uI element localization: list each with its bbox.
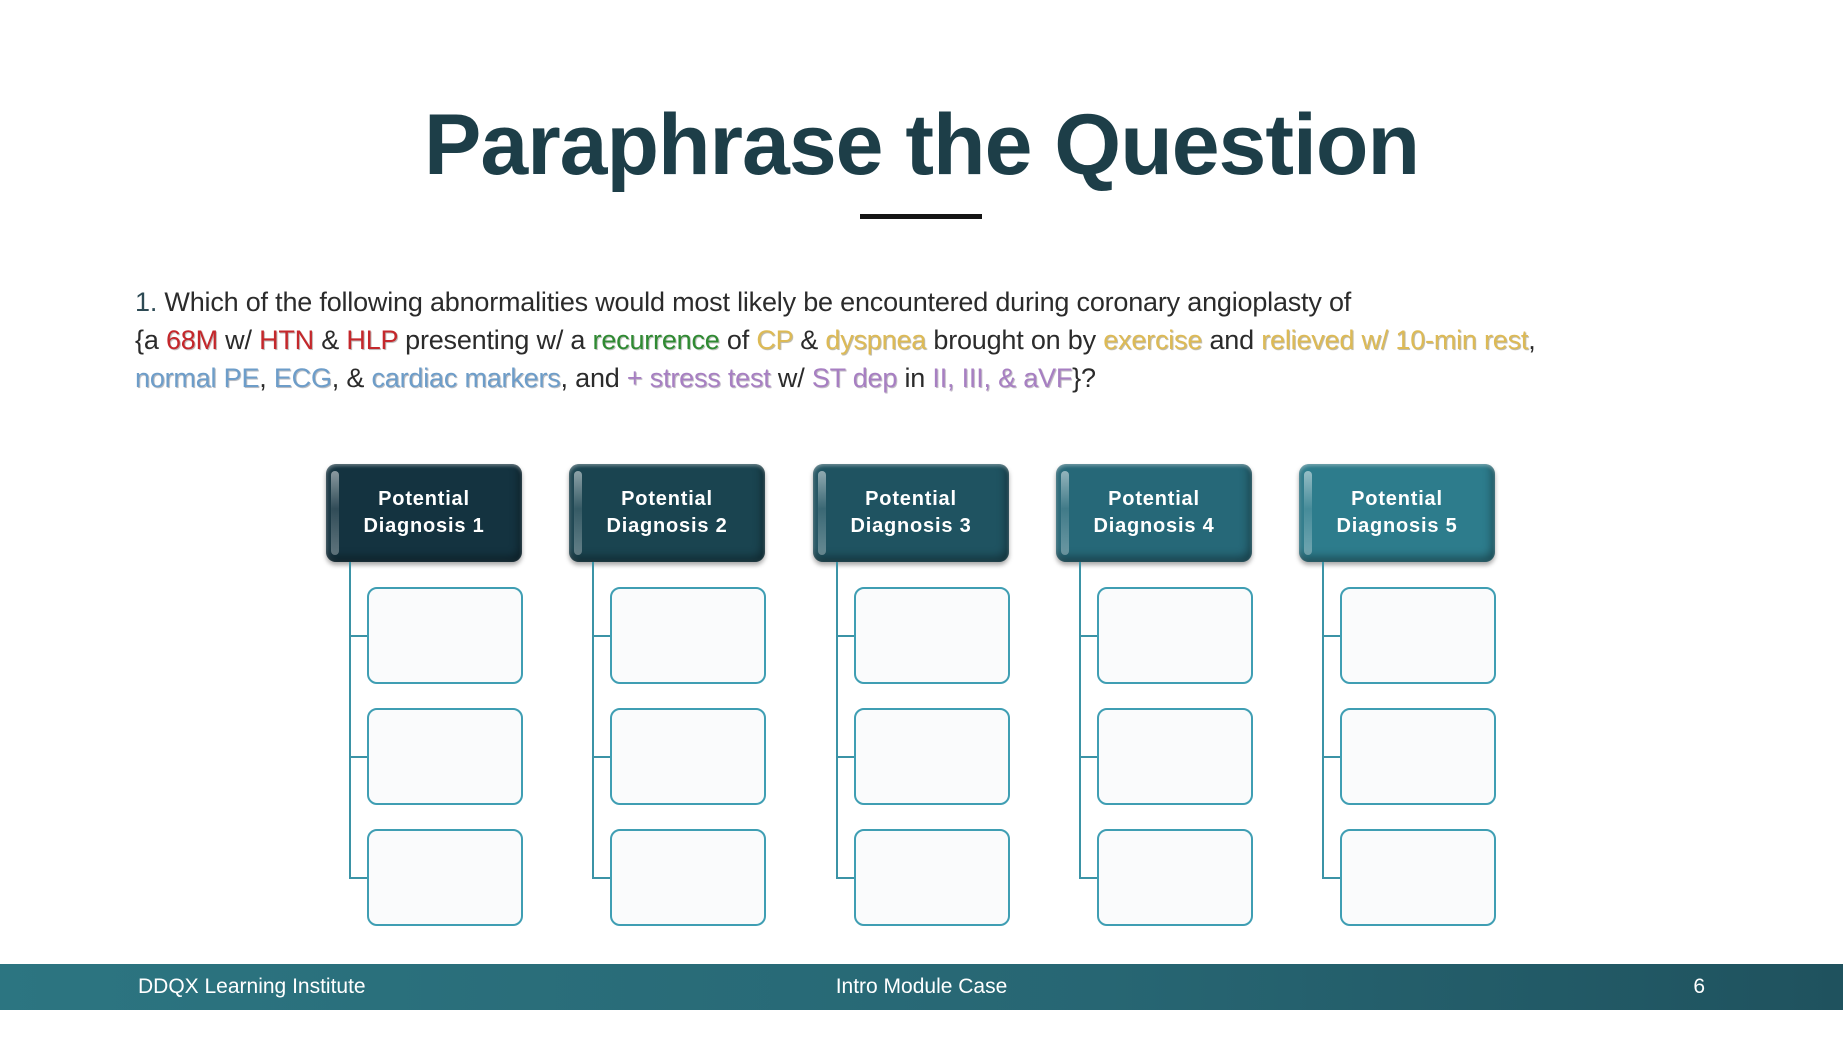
- diagnosis-column: Potential Diagnosis 5: [1299, 464, 1496, 927]
- diagnosis-header: Potential Diagnosis 1: [326, 464, 522, 562]
- connector-vertical-line: [1079, 562, 1081, 877]
- question-segment: of: [719, 325, 757, 355]
- connector-branch-line: [592, 635, 610, 637]
- page-title: Paraphrase the Question: [424, 97, 1420, 193]
- diagnosis-header: Potential Diagnosis 5: [1299, 464, 1495, 562]
- footer-bar: DDQX Learning Institute Intro Module Cas…: [0, 964, 1843, 1010]
- connector-branch-line: [1322, 756, 1340, 758]
- answer-box: [367, 829, 523, 926]
- diagnosis-header-label: Potential Diagnosis 4: [1093, 488, 1215, 537]
- answer-box: [610, 587, 766, 684]
- question-segment: }?: [1072, 363, 1096, 393]
- footer-institute-label: DDQX Learning Institute: [138, 975, 366, 998]
- diagnosis-header: Potential Diagnosis 4: [1056, 464, 1252, 562]
- answer-box: [854, 587, 1010, 684]
- diagnosis-column: Potential Diagnosis 4: [1056, 464, 1253, 927]
- answer-box: [1097, 708, 1253, 805]
- connector-branch-line: [836, 756, 854, 758]
- question-segment: II, III, & aVF: [932, 363, 1073, 393]
- question-segment: cardiac markers: [371, 363, 561, 393]
- connector-vertical-line: [349, 562, 351, 877]
- connector-vertical-line: [592, 562, 594, 877]
- answer-box: [1097, 829, 1253, 926]
- question-segment: brought on by: [926, 325, 1104, 355]
- question-segment: w/: [770, 363, 812, 393]
- question-segment: ,: [259, 363, 274, 393]
- question-segment: HTN: [259, 325, 314, 355]
- connector-branch-line: [1079, 756, 1097, 758]
- question-segment: recurrence: [592, 325, 720, 355]
- question-segment: {a: [135, 325, 166, 355]
- diagnosis-header-label: Potential Diagnosis 2: [606, 488, 728, 537]
- question-segment: and: [1202, 325, 1262, 355]
- connector-branch-line: [349, 877, 367, 879]
- question-segment: Which of the following abnormalities wou…: [164, 287, 1352, 317]
- diagnosis-header-label: Potential Diagnosis 3: [850, 488, 972, 537]
- question-segment: 68M: [165, 325, 218, 355]
- connector-branch-line: [836, 635, 854, 637]
- question-segment: normal PE: [135, 363, 260, 393]
- connector-branch-line: [1322, 635, 1340, 637]
- question-segment: dyspnea: [825, 325, 927, 355]
- footer-module-label: Intro Module Case: [835, 975, 1008, 998]
- question-segment: 1.: [135, 287, 165, 317]
- answer-box: [854, 829, 1010, 926]
- question-segment: ,: [1528, 325, 1536, 355]
- connector-vertical-line: [1322, 562, 1324, 877]
- connector-branch-line: [836, 877, 854, 879]
- answer-box: [1340, 708, 1496, 805]
- connector-branch-line: [592, 756, 610, 758]
- question-segment: HLP: [346, 325, 398, 355]
- question-segment: ST dep: [811, 363, 898, 393]
- answer-box: [367, 708, 523, 805]
- question-paragraph: 1. Which of the following abnormalities …: [135, 283, 1755, 397]
- question-segment: exercise: [1103, 325, 1203, 355]
- diagnosis-header-label: Potential Diagnosis 5: [1336, 488, 1458, 537]
- question-segment: ECG: [273, 363, 332, 393]
- question-segment: &: [792, 325, 826, 355]
- answer-box: [367, 587, 523, 684]
- connector-branch-line: [1079, 877, 1097, 879]
- diagnosis-column: Potential Diagnosis 2: [569, 464, 766, 927]
- question-segment: relieved w/ 10-min rest: [1261, 325, 1529, 355]
- question-segment: presenting w/ a: [397, 325, 593, 355]
- answer-box: [854, 708, 1010, 805]
- connector-branch-line: [349, 756, 367, 758]
- question-segment: CP: [756, 325, 793, 355]
- footer-page-number: 6: [1693, 975, 1705, 998]
- diagnosis-column: Potential Diagnosis 3: [813, 464, 1010, 927]
- connector-vertical-line: [836, 562, 838, 877]
- diagnosis-header-label: Potential Diagnosis 1: [363, 488, 485, 537]
- answer-box: [1340, 829, 1496, 926]
- connector-branch-line: [349, 635, 367, 637]
- question-segment: in: [897, 363, 933, 393]
- connector-branch-line: [1322, 877, 1340, 879]
- answer-box: [610, 829, 766, 926]
- connector-branch-line: [1079, 635, 1097, 637]
- answer-box: [1097, 587, 1253, 684]
- question-segment: w/: [217, 325, 260, 355]
- title-underline: [860, 214, 982, 219]
- diagnosis-diagram: Potential Diagnosis 1 Potential Diagnosis…: [326, 464, 1496, 927]
- question-segment: &: [313, 325, 347, 355]
- answer-box: [1340, 587, 1496, 684]
- answer-box: [610, 708, 766, 805]
- question-segment: , &: [331, 363, 372, 393]
- diagnosis-header: Potential Diagnosis 3: [813, 464, 1009, 562]
- question-segment: + stress test: [626, 363, 771, 393]
- connector-branch-line: [592, 877, 610, 879]
- diagnosis-header: Potential Diagnosis 2: [569, 464, 765, 562]
- diagnosis-column: Potential Diagnosis 1: [326, 464, 523, 927]
- question-segment: , and: [560, 363, 627, 393]
